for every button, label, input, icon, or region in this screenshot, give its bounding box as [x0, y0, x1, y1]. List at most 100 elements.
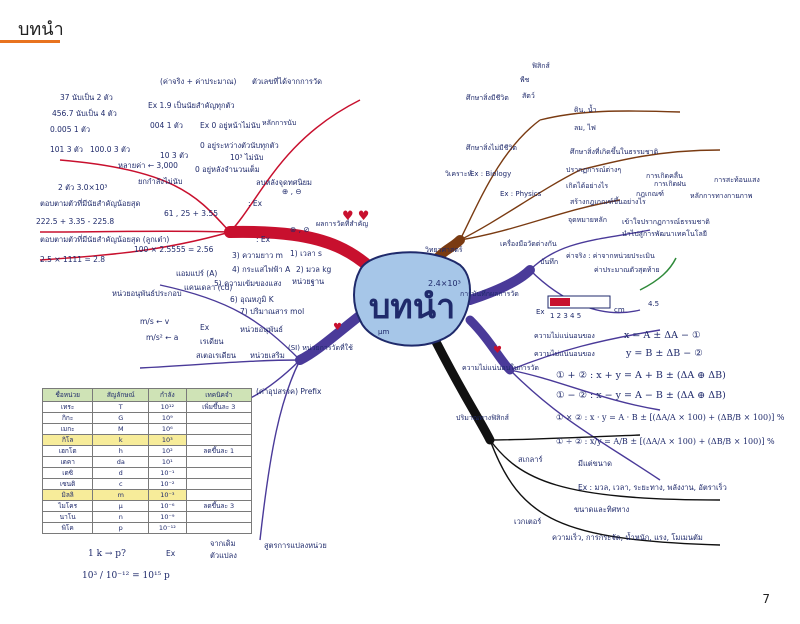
- svg-text:Ex 1.9 เป็นนัยสำคัญทุกตัว: Ex 1.9 เป็นนัยสำคัญทุกตัว: [148, 100, 235, 110]
- svg-text:(ค่าจริง + ค่าประมาณ): (ค่าจริง + ค่าประมาณ): [160, 77, 236, 86]
- prefix-header-name: ชื่อหน่วย: [41, 388, 94, 402]
- svg-text:ฟิสิกส์: ฟิสิกส์: [532, 62, 550, 70]
- svg-text:ความไม่แน่นอนของ: ความไม่แน่นอนของ: [534, 331, 595, 340]
- svg-text:แคนเดลา (cd): แคนเดลา (cd): [184, 283, 232, 292]
- recording-items: เครื่องมือวัดต่างกัน บันทึก ค่าจริง : ค่…: [500, 239, 660, 320]
- svg-text:ตัวเลขที่ได้จากการวัด: ตัวเลขที่ได้จากการวัด: [252, 76, 322, 86]
- svg-text:m/s² ← a: m/s² ← a: [146, 333, 178, 342]
- svg-text:10³ ไม่นับ: 10³ ไม่นับ: [230, 153, 264, 162]
- page-header: บทนำ: [0, 0, 800, 48]
- svg-text:เข้าใจปรากฏการณ์ธรรมชาติ: เข้าใจปรากฏการณ์ธรรมชาติ: [622, 217, 710, 226]
- svg-text:456.7 นับเป็น 4 ตัว: 456.7 นับเป็น 4 ตัว: [52, 108, 117, 118]
- prefix-header-symbol: สัญลักษณ์: [92, 388, 150, 402]
- svg-text:ลม, ไฟ: ลม, ไฟ: [574, 123, 596, 132]
- svg-text:m/s ← v: m/s ← v: [140, 317, 170, 326]
- svg-text:4) กระแสไฟฟ้า A: 4) กระแสไฟฟ้า A: [232, 265, 291, 274]
- svg-text:การเกิดฝน: การเกิดฝน: [654, 180, 686, 188]
- svg-text:สเกลาร์: สเกลาร์: [518, 455, 543, 464]
- svg-text:61 , 25 + 3.55: 61 , 25 + 3.55: [164, 209, 218, 218]
- svg-text:x = A ± ΔA − ①: x = A ± ΔA − ①: [624, 330, 701, 341]
- svg-text:1 k → p?: 1 k → p?: [88, 549, 126, 559]
- branch-physics-line: [425, 325, 495, 445]
- uncertainty-labels: ความไม่แน่นอนของ ความไม่แน่นอนของ: [534, 331, 595, 358]
- svg-text:เกิดได้อย่างไร: เกิดได้อย่างไร: [566, 181, 608, 190]
- svg-text:10 3 ตัว: 10 3 ตัว: [160, 151, 188, 160]
- svg-text:ความไม่แน่นอนของ: ความไม่แน่นอนของ: [534, 349, 595, 358]
- svg-text:004 1 ตัว: 004 1 ตัว: [150, 121, 183, 130]
- svg-text:พืช: พืช: [520, 76, 530, 84]
- svg-text:0 อยู่ระหว่างตัวนับทุกตัว: 0 อยู่ระหว่างตัวนับทุกตัว: [200, 141, 279, 150]
- heart-icon: ♥ ♥: [342, 209, 369, 224]
- svg-text:มีแต่ขนาด: มีแต่ขนาด: [578, 459, 612, 468]
- branch-label-science: วิทยาศาสตร์: [425, 246, 463, 254]
- conversion-formula: 1 k → p? 10³ / 10⁻¹² = 10¹⁵ p: [82, 549, 170, 581]
- svg-text:เรเดียน: เรเดียน: [200, 337, 224, 346]
- svg-text:Ex : มวล, เวลา, ระยะทาง, พลังง: Ex : มวล, เวลา, ระยะทาง, พลังงาน, อัตราเ…: [578, 482, 727, 492]
- svg-text:4.5: 4.5: [648, 300, 659, 308]
- svg-text:Ex: Ex: [200, 323, 210, 332]
- svg-text:หน่วยอนุพันธ์: หน่วยอนุพันธ์: [240, 325, 283, 334]
- branch-label-measurement: ผลการวัดที่สำคัญ: [316, 219, 368, 228]
- svg-text:3) ความยาว m: 3) ความยาว m: [232, 251, 283, 260]
- svg-text:1 2 3 4 5: 1 2 3 4 5: [550, 312, 581, 320]
- svg-text:① ÷ ② : x/y = A/B ± [(ΔA/A × 1: ① ÷ ② : x/y = A/B ± [(ΔA/A × 100) + (ΔB/…: [556, 437, 775, 446]
- svg-text:7) ปริมาณสาร mol: 7) ปริมาณสาร mol: [240, 307, 304, 316]
- svg-text:ปรากฏการณ์ต่างๆ: ปรากฏการณ์ต่างๆ: [566, 166, 621, 174]
- svg-text:จุดหมายหลัก: จุดหมายหลัก: [568, 216, 607, 224]
- svg-text:สูตรการแปลงหน่วย: สูตรการแปลงหน่วย: [264, 541, 327, 550]
- svg-text:0.005 1 ตัว: 0.005 1 ตัว: [50, 125, 90, 134]
- center-node: บทนำ 2.4×10³ μm: [353, 251, 472, 347]
- svg-text:การสะท้อนแสง: การสะท้อนแสง: [714, 176, 760, 184]
- svg-text:หน่วยเสริม: หน่วยเสริม: [250, 351, 285, 360]
- svg-text:สร้างกฎเกณฑ์ขึ้นอย่างไร: สร้างกฎเกณฑ์ขึ้นอย่างไร: [570, 195, 646, 206]
- svg-text:y = B ± ΔB − ②: y = B ± ΔB − ②: [625, 348, 703, 359]
- branch-label-si: (SI) หน่วยการวัดที่ใช้: [288, 343, 353, 352]
- conversion: สูตรการแปลงหน่วย ตัวแปลง จากเดิม Ex: [166, 539, 327, 560]
- svg-text:2 ตัว 3.0×10³: 2 ตัว 3.0×10³: [58, 183, 107, 192]
- ruler-drawing: [547, 257, 677, 309]
- svg-text:: Ex: : Ex: [256, 235, 271, 244]
- svg-text:ตัวแปลง: ตัวแปลง: [210, 551, 237, 560]
- svg-text:กฎเกณฑ์: กฎเกณฑ์: [636, 190, 664, 198]
- svg-text:① × ② : x · y = A · B ± [(ΔA/A: ① × ② : x · y = A · B ± [(ΔA/A × 100) + …: [556, 413, 785, 422]
- branch-label-physics: ปริมาณทางฟิสิกส์: [456, 414, 510, 422]
- svg-text:① + ② : x + y = A + B ± (ΔA ⊕: ① + ② : x + y = A + B ± (ΔA ⊕ ΔB): [556, 370, 726, 381]
- si-derived-units: หน่วยอนุพันธ์ m/s ← v m/s² ← a Ex เรเดีย…: [112, 289, 285, 360]
- svg-text:เวกเตอร์: เวกเตอร์: [514, 517, 541, 526]
- svg-text:ค่าประมาณตัวสุดท้าย: ค่าประมาณตัวสุดท้าย: [594, 266, 660, 274]
- svg-text:บันทึก: บันทึก: [540, 257, 558, 266]
- svg-text:ยกกำลังไม่นับ: ยกกำลังไม่นับ: [138, 177, 183, 186]
- svg-text:10³ / 10⁻¹² = 10¹⁵ p: 10³ / 10⁻¹² = 10¹⁵ p: [82, 571, 170, 581]
- header-accent-bar: [0, 40, 60, 43]
- svg-text:Ex: Ex: [536, 308, 545, 316]
- svg-text:Ex : Biology: Ex : Biology: [470, 170, 511, 178]
- svg-text:① − ② : x − y = A − B ± (ΔA ⊕: ① − ② : x − y = A − B ± (ΔA ⊕ ΔB): [556, 390, 726, 401]
- svg-text:ดิน, น้ำ: ดิน, น้ำ: [574, 103, 597, 114]
- branch-label-recording: การบันทึกผลการวัด: [460, 289, 519, 298]
- svg-text:นำไปสู่การพัฒนาเทคโนโลยี: นำไปสู่การพัฒนาเทคโนโลยี: [622, 229, 707, 238]
- prefix-label: (ค่าอุปสรรค) Prefix: [256, 387, 322, 396]
- svg-text:100.0 3 ตัว: 100.0 3 ตัว: [90, 145, 130, 154]
- svg-text:100 × 2.5555 = 2.56: 100 × 2.5555 = 2.56: [134, 245, 214, 254]
- svg-text:วิเคราะห์: วิเคราะห์: [445, 170, 473, 178]
- svg-text:หลายค่า ← 3,000: หลายค่า ← 3,000: [118, 161, 178, 170]
- prefix-header-power: กำลัง: [148, 388, 187, 402]
- branch-uncertainty-line: [465, 315, 515, 375]
- svg-text:แอมแปร์ (A): แอมแปร์ (A): [176, 269, 217, 278]
- svg-text:เครื่องมือวัดต่างกัน: เครื่องมือวัดต่างกัน: [500, 239, 557, 248]
- svg-text:Ex: Ex: [166, 549, 176, 558]
- measurement-rows: (ค่าจริง + ค่าประมาณ) ตัวเลขที่ได้จากการ…: [36, 76, 322, 264]
- svg-text:222.5 + 3.35 - 225.8: 222.5 + 3.35 - 225.8: [36, 217, 114, 226]
- svg-text:ขนาดและทิศทาง: ขนาดและทิศทาง: [574, 505, 630, 514]
- svg-text:⊗ , ⊘: ⊗ , ⊘: [290, 225, 310, 234]
- sigfig-label: หลักการนับ: [262, 119, 296, 127]
